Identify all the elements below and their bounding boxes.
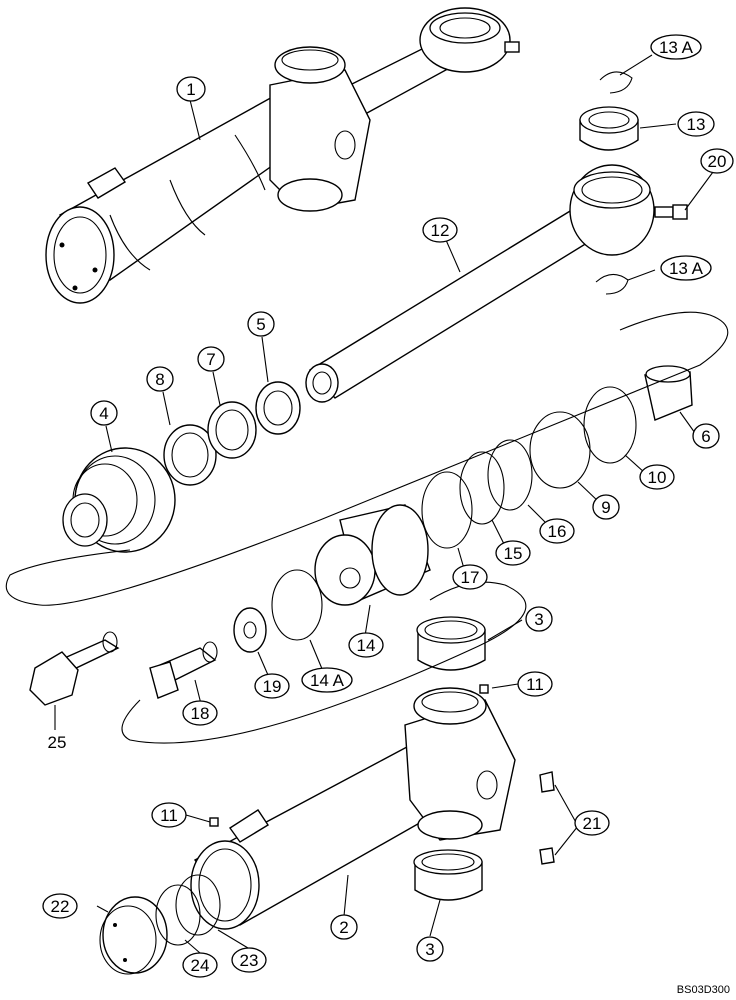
callout-19: 19 xyxy=(254,673,290,699)
snap-ring-top xyxy=(599,71,633,94)
svg-text:13: 13 xyxy=(687,115,706,134)
bearing-13 xyxy=(579,106,639,151)
callout-2: 2 xyxy=(330,914,358,940)
svg-text:3: 3 xyxy=(425,940,434,959)
grouping-outlines xyxy=(5,311,729,744)
callout-13a-bottom: 13 A xyxy=(660,255,712,281)
svg-text:20: 20 xyxy=(708,152,727,171)
svg-text:3: 3 xyxy=(534,610,543,629)
svg-text:1: 1 xyxy=(186,80,195,99)
svg-text:22: 22 xyxy=(51,897,70,916)
svg-text:14: 14 xyxy=(357,636,376,655)
gland-components xyxy=(62,381,301,553)
leader-lines xyxy=(54,54,714,954)
svg-text:15: 15 xyxy=(504,544,523,563)
callout-6: 6 xyxy=(692,423,720,449)
callout-17: 17 xyxy=(452,564,488,590)
callout-1: 1 xyxy=(176,76,206,102)
svg-text:12: 12 xyxy=(431,221,450,240)
callout-3-bottom: 3 xyxy=(416,936,444,962)
cylinder-assembly-top xyxy=(45,7,520,304)
bushings-3 xyxy=(413,616,486,901)
svg-text:17: 17 xyxy=(461,568,480,587)
callout-11-bottom: 11 xyxy=(151,802,187,828)
svg-text:24: 24 xyxy=(191,956,210,975)
svg-text:16: 16 xyxy=(548,522,567,541)
callout-13: 13 xyxy=(677,111,715,137)
callout-20: 20 xyxy=(700,148,734,174)
callout-14: 14 xyxy=(348,632,384,658)
svg-text:11: 11 xyxy=(160,806,178,825)
callout-21: 21 xyxy=(574,810,610,836)
svg-text:9: 9 xyxy=(601,498,610,517)
callout-12: 12 xyxy=(422,217,458,243)
svg-text:19: 19 xyxy=(263,677,282,696)
svg-text:4: 4 xyxy=(99,404,108,423)
svg-text:11: 11 xyxy=(526,675,544,694)
callout-11-top: 11 xyxy=(517,671,553,697)
callout-8: 8 xyxy=(146,366,174,392)
label-25: 25 xyxy=(48,733,67,752)
callout-labels: 1 13 A 13 20 12 13 A 5 7 8 4 6 10 9 16 1… xyxy=(42,34,734,978)
callout-3-top: 3 xyxy=(525,606,553,632)
callout-23: 23 xyxy=(231,947,267,973)
callout-10: 10 xyxy=(639,464,675,490)
grease-fitting xyxy=(654,206,674,218)
svg-text:2: 2 xyxy=(339,918,348,937)
callout-4: 4 xyxy=(90,400,118,426)
callout-24: 24 xyxy=(182,952,218,978)
callout-15: 15 xyxy=(495,540,531,566)
svg-text:8: 8 xyxy=(155,370,164,389)
callout-18: 18 xyxy=(182,700,218,726)
callout-5: 5 xyxy=(247,311,275,337)
barrel-assembly-bottom xyxy=(99,684,555,975)
callout-22: 22 xyxy=(42,893,78,919)
bolts xyxy=(29,631,218,706)
svg-text:10: 10 xyxy=(648,468,667,487)
figure-reference-code: BS03D300 xyxy=(677,984,730,996)
svg-text:6: 6 xyxy=(701,427,710,446)
callout-14a: 14 A xyxy=(301,667,353,693)
svg-text:13 A: 13 A xyxy=(669,259,704,278)
callout-13a-top: 13 A xyxy=(650,34,702,60)
callout-7: 7 xyxy=(197,346,225,372)
svg-text:23: 23 xyxy=(240,951,259,970)
rod-assembly xyxy=(305,71,688,403)
svg-text:5: 5 xyxy=(256,315,265,334)
svg-text:18: 18 xyxy=(191,704,210,723)
svg-text:21: 21 xyxy=(583,814,602,833)
svg-text:14 A: 14 A xyxy=(310,671,345,690)
callout-9: 9 xyxy=(592,494,620,520)
callout-16: 16 xyxy=(539,518,575,544)
svg-text:13 A: 13 A xyxy=(659,38,694,57)
piston-components xyxy=(233,365,693,653)
snap-ring-bottom xyxy=(595,273,629,295)
svg-text:7: 7 xyxy=(206,350,215,369)
